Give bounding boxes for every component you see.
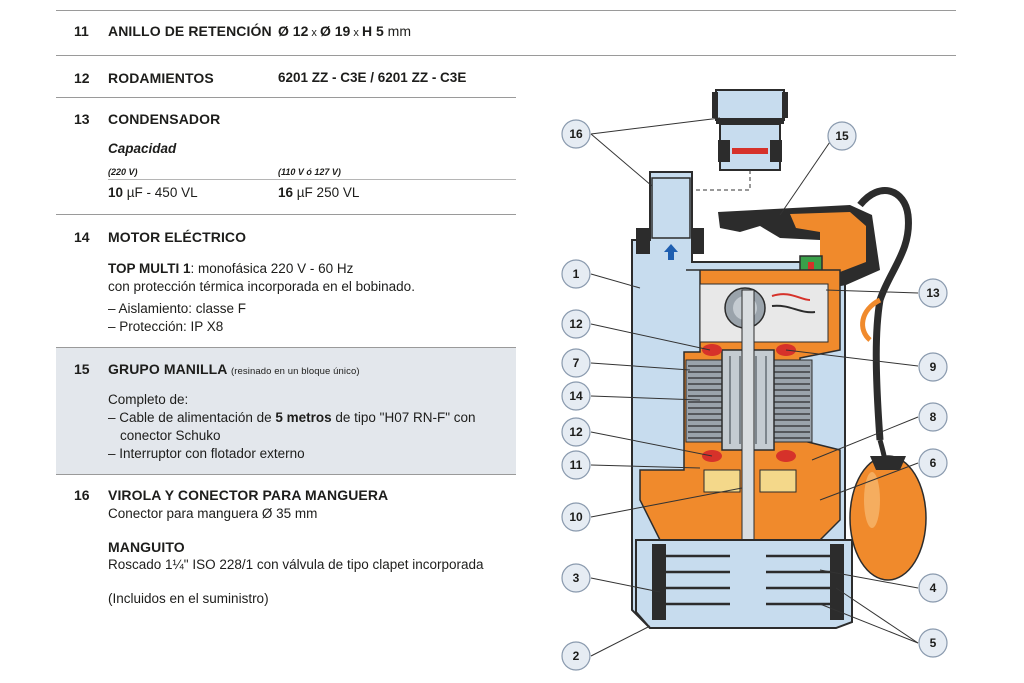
callout-15: 15 [827, 121, 857, 151]
row-11-number: 11 [74, 23, 89, 39]
svg-text:9: 9 [930, 360, 937, 374]
row-15-line2b: 5 metros [275, 410, 332, 425]
impeller [660, 554, 836, 606]
row-11-x2: x [350, 27, 362, 39]
svg-text:5: 5 [930, 636, 937, 650]
row-15-title-wrap: GRUPO MANILLA (resinado en un bloque úni… [108, 361, 360, 377]
leader-lines [590, 117, 919, 657]
row-11-v3: H 5 [361, 23, 384, 39]
row-16-sub-line: Roscado 1¼" ISO 228/1 con válvula de tip… [108, 557, 484, 572]
callout-10: 10 [561, 502, 591, 532]
row-15-title-note: (resinado en un bloque único) [231, 366, 360, 377]
callout-3: 3 [561, 563, 591, 593]
svg-text:13: 13 [926, 286, 940, 300]
row-16-note: (Incluidos en el suministro) [108, 591, 269, 606]
svg-text:2: 2 [573, 649, 580, 663]
row-15-line2c: de tipo "H07 RN-F" con [331, 410, 476, 425]
callout-8: 8 [918, 402, 948, 432]
row-13-number: 13 [74, 111, 90, 127]
pump-base [635, 539, 853, 629]
svg-text:11: 11 [570, 458, 583, 472]
rule-before-15 [56, 347, 516, 348]
svg-text:1: 1 [573, 267, 580, 281]
row-15-line2a: – Cable de alimentación de [108, 410, 276, 425]
row-13-col2-value: 16 µF 250 VL [278, 185, 359, 200]
row-15-number: 15 [74, 361, 90, 377]
row-15-shade [56, 347, 516, 474]
row-12-title: RODAMIENTOS [108, 70, 214, 86]
callout-11: 11 [561, 450, 591, 480]
row-13-col2-rest: µF 250 VL [293, 185, 360, 200]
row-11-unit: mm [383, 23, 411, 39]
row-13-capacidad: Capacidad [108, 141, 177, 156]
callout-12-bottom: 12 [561, 417, 591, 447]
row-12-number: 12 [74, 70, 90, 86]
svg-text:15: 15 [835, 129, 849, 143]
row-11-title: ANILLO DE RETENCIÓN [108, 23, 272, 39]
callout-13: 13 [918, 278, 948, 308]
row-13-col2-head: (110 V ó 127 V) [278, 167, 341, 177]
callout-9: 9 [918, 352, 948, 382]
hose-connector-sleeve [684, 89, 788, 191]
svg-text:14: 14 [569, 389, 583, 403]
top-rule [56, 10, 956, 11]
svg-text:6: 6 [930, 456, 937, 470]
row-14-line2: con protección térmica incorporada en el… [108, 279, 415, 294]
svg-text:16: 16 [569, 127, 583, 141]
rule-after-11 [56, 55, 956, 56]
rule-capacitor-table [108, 179, 516, 180]
row-11-x1: x [308, 27, 320, 39]
row-11-v2: Ø 19 [319, 23, 351, 39]
rule-after-12 [56, 97, 516, 98]
row-14-model: TOP MULTI 1 [108, 261, 191, 276]
callout-14: 14 [561, 381, 591, 411]
row-12-value: 6201 ZZ - C3E / 6201 ZZ - C3E [278, 70, 467, 85]
callout-12-top: 12 [561, 309, 591, 339]
svg-text:4: 4 [930, 581, 937, 595]
row-14-line1: TOP MULTI 1: monofásica 220 V - 60 Hz [108, 261, 353, 276]
row-15-line2: – Cable de alimentación de 5 metros de t… [108, 410, 476, 425]
svg-text:12: 12 [569, 425, 583, 439]
row-16-title: VIROLA Y CONECTOR PARA MANGUERA [108, 487, 389, 503]
row-13-col1-value: 10 µF - 450 VL [108, 185, 198, 200]
row-13-col1-head: (220 V) [108, 167, 138, 177]
callout-6: 6 [918, 448, 948, 478]
row-11-v1: Ø 12 [278, 23, 309, 39]
row-16-number: 16 [74, 487, 90, 503]
row-13-col2-num: 16 [278, 185, 294, 200]
row-16-sub-title: MANGUITO [108, 539, 185, 555]
callout-1: 1 [561, 259, 591, 289]
callout-5: 5 [918, 628, 948, 658]
row-14-line4: – Protección: IP X8 [108, 319, 224, 334]
svg-text:7: 7 [573, 356, 580, 370]
row-15-line3: conector Schuko [120, 428, 221, 443]
row-15-line1: Completo de: [108, 392, 189, 407]
svg-text:8: 8 [930, 410, 937, 424]
power-cable [857, 187, 912, 441]
callout-2: 2 [561, 641, 591, 671]
svg-text:10: 10 [569, 510, 583, 524]
callout-16: 16 [561, 119, 591, 149]
row-14-line3: – Aislamiento: classe F [108, 301, 247, 316]
row-11-value: Ø 12 x Ø 19 x H 5 mm [278, 23, 411, 39]
row-14-model-rest: : monofásica 220 V - 60 Hz [190, 261, 354, 276]
svg-text:12: 12 [569, 317, 583, 331]
row-16-line1: Conector para manguera Ø 35 mm [108, 506, 318, 521]
row-15-title: GRUPO MANILLA [108, 361, 227, 377]
rule-after-15 [56, 474, 516, 475]
callout-4: 4 [918, 573, 948, 603]
row-13-col1-num: 10 [108, 185, 124, 200]
svg-text:3: 3 [573, 571, 580, 585]
row-14-number: 14 [74, 229, 90, 245]
row-14-title: MOTOR ELÉCTRICO [108, 229, 247, 245]
rule-after-13 [56, 214, 516, 215]
row-13-title: CONDENSADOR [108, 111, 221, 127]
row-15-line4: – Interruptor con flotador externo [108, 446, 305, 461]
row-13-col1-rest: µF - 450 VL [123, 185, 198, 200]
callout-7: 7 [561, 348, 591, 378]
